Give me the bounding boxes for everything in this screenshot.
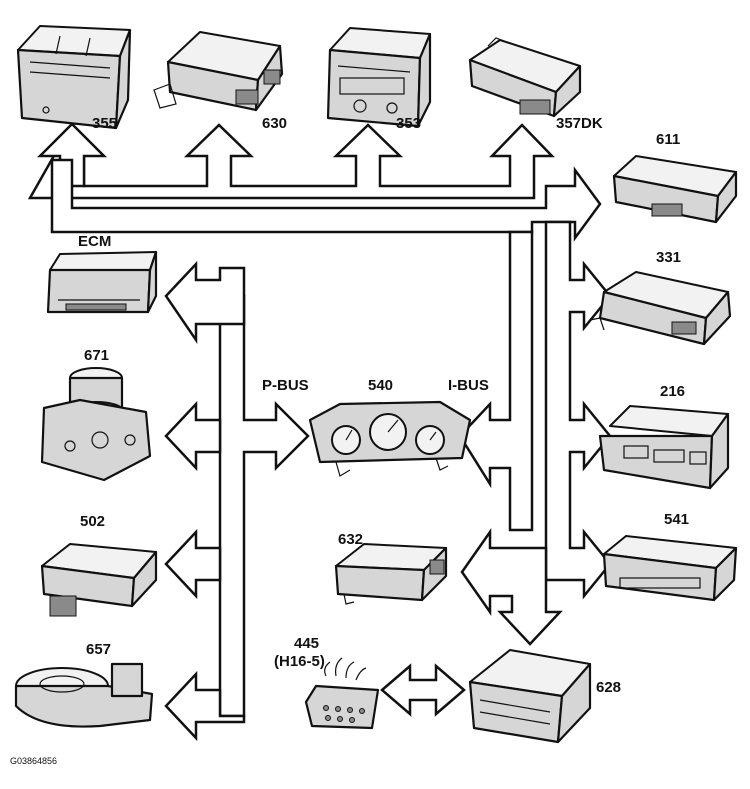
module-541: 541 bbox=[602, 511, 738, 602]
ibus-right-trunk bbox=[544, 220, 612, 600]
module-657: 657 bbox=[14, 641, 154, 728]
label-ibus: I-BUS bbox=[448, 377, 489, 394]
module-445: 445 (H16-5) bbox=[274, 635, 380, 730]
ibus-lower-branch bbox=[460, 528, 563, 646]
label-ecm: ECM bbox=[78, 233, 111, 250]
label-pbus: P-BUS bbox=[262, 377, 309, 394]
ibus-main-horizontal bbox=[50, 158, 602, 242]
module-540: 540 bbox=[308, 377, 472, 477]
module-630 bbox=[153, 31, 284, 112]
arrow-to-657 bbox=[164, 670, 246, 742]
module-355 bbox=[16, 25, 132, 130]
label-502: 502 bbox=[80, 513, 105, 530]
module-632: 632 bbox=[334, 531, 448, 605]
label-628: 628 bbox=[596, 679, 621, 696]
label-445: 445 bbox=[294, 635, 319, 652]
label-353: 353 bbox=[396, 115, 421, 132]
arrow-445-628 bbox=[380, 663, 466, 717]
label-671: 671 bbox=[84, 347, 109, 364]
label-445-sub: (H16-5) bbox=[274, 653, 325, 670]
label-630: 630 bbox=[262, 115, 287, 132]
label-540: 540 bbox=[368, 377, 393, 394]
ibus-top-arrow bbox=[27, 123, 555, 200]
label-331: 331 bbox=[656, 249, 681, 266]
figure-id: G03864856 bbox=[10, 756, 57, 766]
label-216: 216 bbox=[660, 383, 685, 400]
label-611: 611 bbox=[656, 131, 680, 148]
module-353 bbox=[326, 27, 432, 128]
module-ecm: ECM bbox=[46, 233, 158, 314]
module-502: 502 bbox=[40, 513, 158, 617]
module-628 bbox=[468, 649, 592, 744]
module-611: 611 bbox=[612, 131, 738, 224]
ibus-inner-trunk bbox=[458, 230, 534, 532]
label-632: 632 bbox=[338, 531, 363, 548]
module-357dk bbox=[468, 37, 582, 118]
arrow-to-502 bbox=[164, 528, 222, 600]
arrow-to-ecm bbox=[164, 260, 246, 345]
arrow-to-671 bbox=[164, 400, 222, 472]
label-657: 657 bbox=[86, 641, 111, 658]
label-357dk: 357DK bbox=[556, 115, 603, 132]
module-331: 331 bbox=[589, 249, 732, 346]
label-541: 541 bbox=[664, 511, 689, 528]
module-671: 671 bbox=[40, 347, 152, 482]
module-216: 216 bbox=[598, 383, 730, 490]
label-355: 355 bbox=[92, 115, 117, 132]
